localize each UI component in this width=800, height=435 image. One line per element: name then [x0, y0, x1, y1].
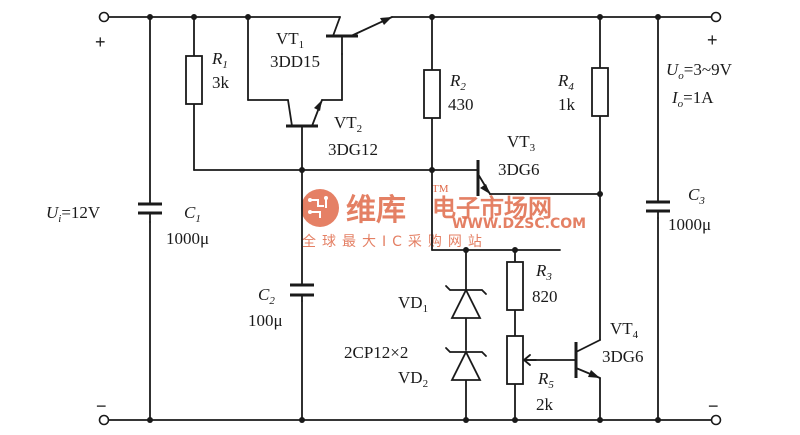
- watermark-url: WWW.DZSC.COM: [452, 216, 586, 232]
- label-c3: C3: [688, 185, 705, 207]
- label-vt2: VT2: [334, 113, 362, 135]
- label-c1-value: 1000μ: [166, 229, 209, 248]
- resistor-r2: [423, 69, 441, 119]
- transistor-vt1: [326, 16, 393, 55]
- label-c1: C1: [184, 203, 201, 225]
- watermark-logo-icon: [301, 189, 339, 227]
- capacitor-c1: [138, 202, 162, 223]
- label-r1: R1: [211, 49, 228, 71]
- label-r1-value: 3k: [212, 73, 230, 92]
- label-r5: R5: [537, 369, 554, 391]
- terminals: [98, 11, 722, 426]
- label-vt1: VT1: [276, 29, 304, 51]
- label-vt4: VT4: [610, 319, 639, 341]
- input-plus-sign: +: [95, 32, 106, 52]
- label-vt4-type: 3DG6: [602, 347, 644, 366]
- capacitor-c3: [646, 200, 670, 219]
- output-positive-terminal: [710, 11, 722, 23]
- label-r2-value: 430: [448, 95, 474, 114]
- resistor-r3: [506, 261, 524, 311]
- input-positive-terminal: [98, 11, 110, 23]
- transistor-vt4: [574, 339, 601, 379]
- output-minus-sign: −: [708, 396, 719, 416]
- zener-diode-vd1: [445, 285, 487, 319]
- label-vd1: VD1: [398, 293, 428, 315]
- label-r4-value: 1k: [558, 95, 576, 114]
- transistor-vt2: [286, 99, 323, 128]
- wires: [104, 16, 713, 421]
- watermark: 维库 电子市场网 TM WWW.DZSC.COM 全球最大IC采购网站: [301, 183, 586, 250]
- label-vt1-type: 3DD15: [270, 52, 320, 71]
- label-c2-value: 100μ: [248, 311, 283, 330]
- label-diode-type: 2CP12×2: [344, 343, 408, 362]
- label-r3-value: 820: [532, 287, 558, 306]
- label-vt3-type: 3DG6: [498, 160, 540, 179]
- label-vd2: VD2: [398, 368, 428, 390]
- resistor-r1: [185, 55, 203, 105]
- label-r2: R2: [449, 71, 466, 93]
- transistor-vt3: [431, 160, 491, 196]
- zener-diode-vd2: [445, 347, 487, 381]
- label-r3: R3: [535, 261, 552, 283]
- label-vt2-type: 3DG12: [328, 140, 378, 159]
- label-uo: Uo=3~9V: [666, 60, 733, 82]
- watermark-tm: TM: [432, 183, 449, 195]
- input-minus-sign: −: [96, 396, 107, 416]
- output-negative-terminal: [710, 414, 722, 426]
- input-negative-terminal: [98, 414, 110, 426]
- label-ui: Ui=12V: [46, 203, 101, 225]
- label-c2: C2: [258, 285, 275, 307]
- potentiometer-r5: [506, 335, 537, 385]
- label-c3-value: 1000μ: [668, 215, 711, 234]
- watermark-tagline: 全球最大IC采购网站: [302, 233, 488, 250]
- label-r4: R4: [557, 71, 574, 93]
- labels: VT1 3DD15 R1 3k VT2 3DG12 R2 430 VT3 3DG…: [46, 29, 733, 416]
- label-io: Io=1A: [671, 88, 714, 110]
- capacitor-c2: [290, 283, 314, 302]
- label-vt3: VT3: [507, 132, 536, 154]
- watermark-brand: 维库: [346, 193, 406, 228]
- watermark-brand2: 电子市场网: [432, 194, 552, 222]
- output-plus-sign: +: [707, 30, 718, 50]
- label-r5-value: 2k: [536, 395, 554, 414]
- resistor-r4: [591, 67, 609, 117]
